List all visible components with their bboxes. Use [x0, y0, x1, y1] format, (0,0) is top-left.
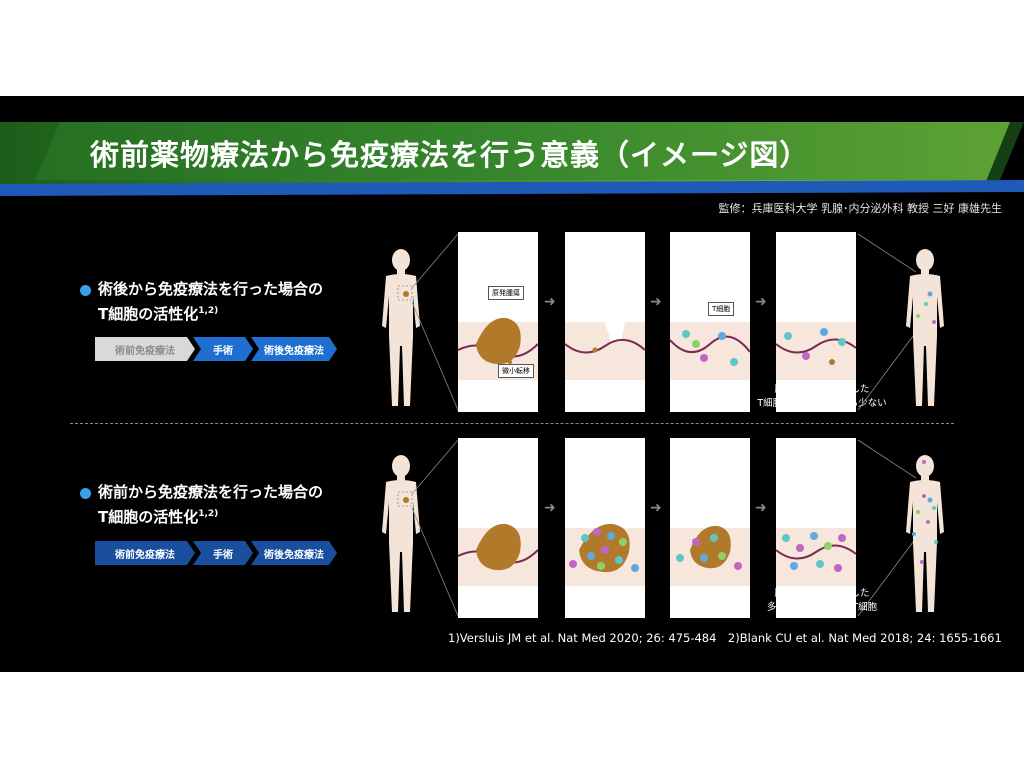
panel-2-3: [670, 438, 750, 618]
tissue-resected-illustration: [565, 322, 645, 380]
section-divider: [70, 423, 954, 424]
body-figure-left-1: [382, 249, 420, 406]
caption-2-2: 多様性に富んだ T細胞の活性化: [571, 588, 639, 613]
section-2-timeline: 術前免疫療法 手術 術後免疫療法: [95, 541, 335, 565]
tissue-tumor-illustration: [458, 523, 538, 586]
caption-1-4: 腫瘍細胞を標的とした T細胞が少なく多様性も少ない: [757, 384, 887, 409]
tissue-tumor-tcells-illustration: [670, 525, 750, 586]
label-micrometastasis: 微小転移: [498, 364, 534, 378]
references: 1)Versluis JM et al. Nat Med 2020; 26: 4…: [448, 631, 1002, 645]
label-primary-tumor: 原発腫瘍: [488, 286, 524, 300]
zoom-lines-2: [857, 233, 917, 411]
caption-1-3: 多様性の少ない T細胞の活性化: [676, 384, 744, 409]
arrow-icon: ➜: [755, 500, 767, 516]
caption-2-4: 腫瘍細胞を標的とした 多数の多様性のあるT細胞: [766, 588, 878, 613]
tissue-tumor-tcells-illustration: [565, 523, 645, 586]
panel-1-4: [776, 232, 856, 412]
tissue-tcell-illustration: [670, 322, 750, 380]
section-2-heading-ref: 1,2): [198, 509, 219, 519]
timeline-step-surgery: 手術: [193, 337, 253, 361]
label-t-cell: T細胞: [708, 302, 735, 316]
body-figure-right-1: [906, 249, 944, 406]
timeline-step-surgery: 手術: [193, 541, 253, 565]
bullet-icon: [80, 488, 91, 499]
panel-1-3: T細胞: [670, 232, 750, 412]
caption-1-2: 術後に免疫療法 による治療: [571, 384, 639, 409]
arrow-icon: ➜: [544, 294, 556, 310]
bullet-icon: [80, 285, 91, 296]
slide-title: 術前薬物療法から免疫療法を行う意義（イメージ図）: [90, 138, 810, 172]
tissue-target-illustration: [776, 528, 856, 586]
arrow-icon: ➜: [755, 294, 767, 310]
zoom-lines-3: [411, 439, 459, 617]
body-figure-right-2: [906, 455, 944, 612]
zoom-lines-1: [411, 233, 459, 411]
section-2-heading-line2: T細胞の活性化: [98, 508, 199, 526]
section-1-heading-ref: 1,2): [198, 306, 219, 316]
body-figure-left-2: [382, 455, 420, 612]
panel-2-2: [565, 438, 645, 618]
timeline-step-preop: 術前免疫療法: [95, 337, 195, 361]
title-banner: [0, 122, 1024, 196]
panel-1-1: 原発腫瘍 微小転移: [458, 232, 538, 412]
panel-1-2: [565, 232, 645, 412]
arrow-icon: ➜: [650, 500, 662, 516]
timeline-step-postop: 術後免疫療法: [251, 337, 337, 361]
arrow-icon: ➜: [650, 294, 662, 310]
section-1-heading-line2: T細胞の活性化: [98, 305, 199, 323]
section-1-timeline: 術前免疫療法 手術 術後免疫療法: [95, 337, 335, 361]
section-1-heading-line1: 術後から免疫療法を行った場合の: [98, 280, 324, 298]
timeline-step-postop: 術後免疫療法: [251, 541, 337, 565]
panel-2-4: [776, 438, 856, 618]
caption-2-1: 術前に免疫療法 による治療: [464, 588, 532, 613]
timeline-step-preop: 術前免疫療法: [95, 541, 195, 565]
supervisor-credit: 監修：兵庫医科大学 乳腺･内分泌外科 教授 三好 康雄先生: [718, 202, 1003, 215]
tissue-target-illustration: [776, 322, 856, 380]
slide: 術前薬物療法から免疫療法を行う意義（イメージ図） 監修：兵庫医科大学 乳腺･内分…: [0, 96, 1024, 672]
panel-2-1: [458, 438, 538, 618]
zoom-lines-4: [857, 439, 917, 617]
section-2-heading: 術前から免疫療法を行った場合の T細胞の活性化1,2): [98, 481, 398, 528]
section-2-heading-line1: 術前から免疫療法を行った場合の: [98, 483, 324, 501]
caption-2-3: 腫瘍病変の 外科的切除: [686, 588, 734, 613]
section-1-heading: 術後から免疫療法を行った場合の T細胞の活性化1,2): [98, 278, 398, 325]
caption-1-1: 腫瘍病変の 外科的切除: [474, 384, 522, 409]
arrow-icon: ➜: [544, 500, 556, 516]
